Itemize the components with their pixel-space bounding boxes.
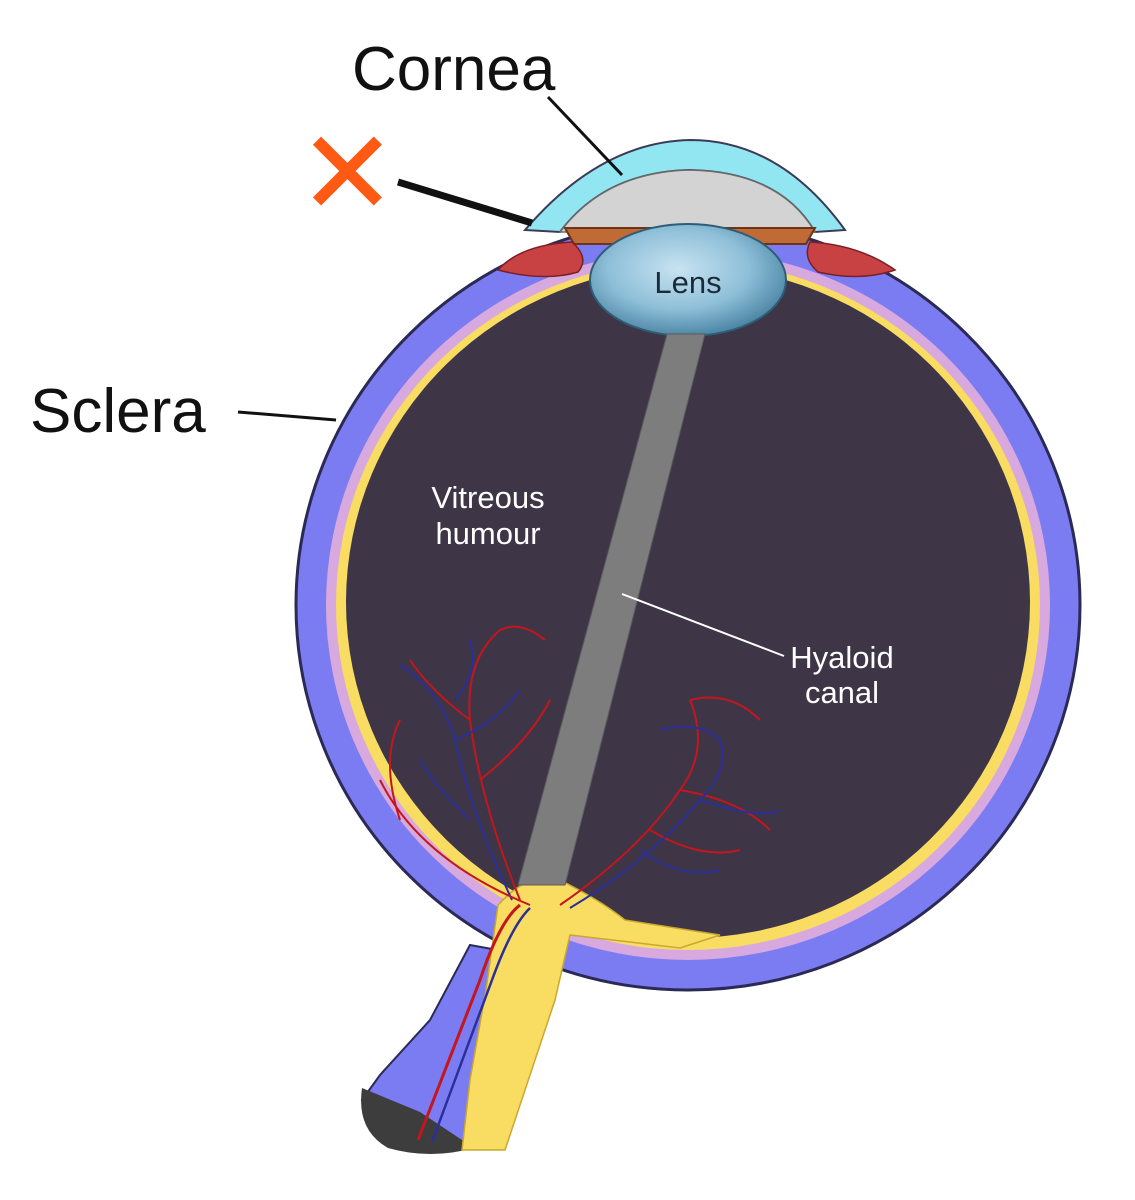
central-retinal-artery	[416, 903, 521, 1141]
retinal-vessels-right	[559, 696, 781, 909]
hyaloid-label-line1: Hyaloid	[790, 640, 893, 675]
vitreous-label-line1: Vitreous	[431, 480, 544, 515]
vitreous-label-line2: humour	[435, 516, 540, 551]
cornea-leader	[546, 95, 624, 177]
hyaloid-canal	[517, 333, 706, 886]
sclera-leader	[237, 410, 337, 422]
optic-nerve-stump	[361, 1088, 474, 1154]
retinal-vessels-left	[379, 625, 551, 906]
central-retinal-vein	[430, 907, 531, 1143]
hyaloid-leader	[621, 593, 785, 657]
vitreous-chamber	[346, 266, 1030, 938]
ciliary-body-right	[806, 241, 897, 278]
hyaloid-label-line2: canal	[805, 675, 879, 710]
marker-leader	[396, 178, 534, 227]
aqueous-humour	[558, 169, 817, 233]
lens-label: Lens	[654, 265, 721, 300]
ciliary-body-left	[496, 241, 584, 278]
cornea-label: Cornea	[352, 35, 556, 104]
x-marker: ✕	[298, 104, 397, 242]
sclera-label: Sclera	[30, 377, 206, 446]
